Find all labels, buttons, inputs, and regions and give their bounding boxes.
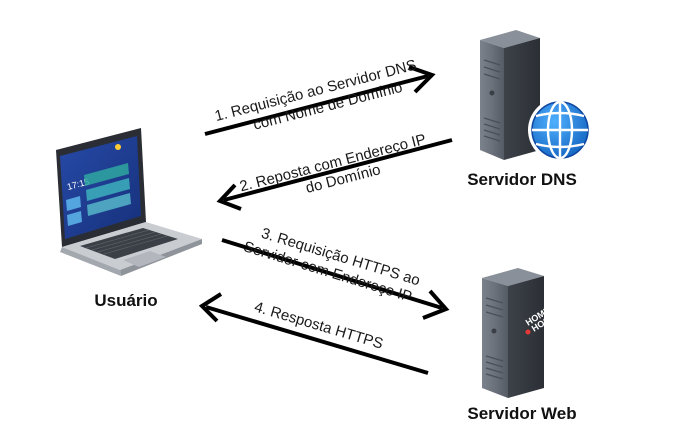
arrow-3	[221, 238, 450, 320]
node-label-web: Servidor Web	[467, 404, 576, 423]
step-3-label: 3. Requisição HTTPS ao Servidor com Ende…	[241, 225, 422, 306]
step-2-label: 2. Reposta com Endereço IP do Domínio	[238, 131, 428, 197]
step-1-label: 1. Requisição ao Servidor DNS com Nome d…	[213, 57, 418, 134]
globe-icon	[528, 98, 592, 162]
arrow-1	[204, 65, 436, 136]
node-label-user: Usuário	[94, 291, 157, 310]
node-label-dns: Servidor DNS	[467, 170, 577, 189]
web-server-icon	[482, 268, 544, 398]
arrow-4	[198, 292, 429, 375]
laptop-icon: 17:15	[56, 128, 202, 276]
arrow-2	[216, 138, 453, 211]
